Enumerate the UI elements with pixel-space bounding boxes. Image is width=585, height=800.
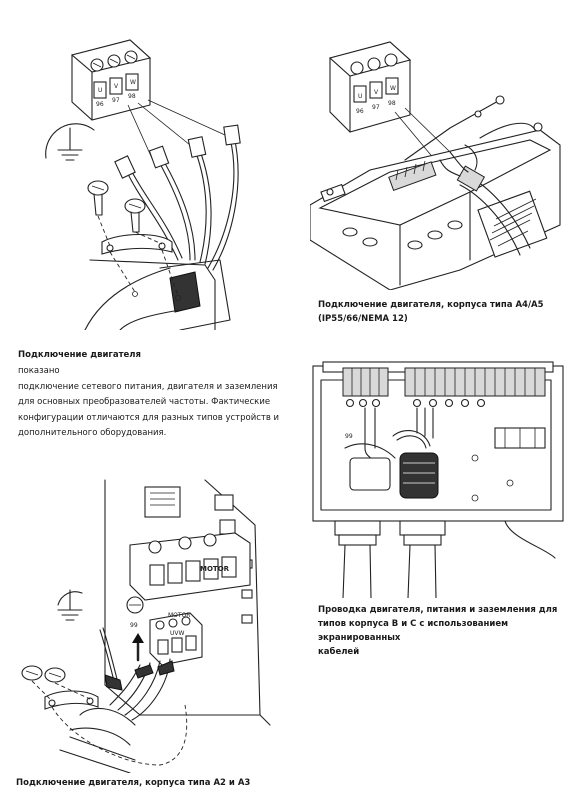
bc-enclosure-figure: 99 — [305, 358, 570, 598]
motor-plug-connector-icon — [149, 612, 203, 666]
motor-connection-figure: 96 97 98 U V W — [30, 10, 270, 330]
section-line-2: подключение сетевого питания, двигателя … — [18, 381, 278, 392]
bc-caption: Проводка двигателя, питания и заземления… — [318, 603, 580, 659]
terminal-97-label: 97 — [372, 104, 380, 111]
a4a5-caption-line2: (IP55/66/NEMA 12) — [318, 314, 408, 324]
bc-caption-line2: типов корпуса B и C с использованием экр… — [318, 619, 509, 643]
uvw-label: UVW — [170, 630, 184, 637]
screw-icon — [21, 665, 66, 683]
a4a5-caption: Подключение двигателя, корпуса типа А4/А… — [318, 298, 578, 326]
ground-symbol-icon — [45, 123, 95, 161]
motor-label-small: MOTOR — [168, 612, 190, 619]
screw-icon — [87, 180, 146, 233]
terminal-99-label: 99 — [345, 433, 353, 440]
a4a5-caption-line1: Подключение двигателя, корпуса типа А4/А… — [318, 300, 544, 310]
phase-u-label: U — [98, 87, 102, 94]
insert-arrow-icon — [132, 633, 144, 662]
section-line-1: показано — [18, 366, 60, 376]
motor-cable-wires-icon — [84, 124, 241, 330]
motor-label: MOTOR — [200, 565, 230, 573]
phase-v-label: V — [114, 83, 119, 90]
a4a5-enclosure-figure: 96 97 98 U V W — [310, 20, 570, 290]
ground-symbol-icon — [57, 589, 83, 621]
terminal-99-label: 99 — [130, 622, 138, 629]
section-heading: Подключение двигателя — [18, 350, 141, 360]
phase-w-label: W — [390, 85, 396, 92]
section-line-3: для основных преобразователей частоты. Ф… — [18, 397, 271, 407]
cable-glands-icon — [334, 520, 556, 598]
bc-caption-line1: Проводка двигателя, питания и заземления… — [318, 605, 558, 615]
terminal-block-icon — [342, 367, 546, 397]
a2a3-caption: Подключение двигателя, корпуса типа А2 и… — [16, 778, 251, 788]
terminal-connector-icon — [70, 39, 152, 121]
fan-grille-icon — [477, 190, 548, 258]
terminal-98-label: 98 — [128, 93, 136, 100]
section-body: показано подключение сетевого питания, д… — [18, 364, 298, 442]
terminal-96-label: 96 — [356, 108, 364, 115]
drive-enclosure-icon: MOTOR 99 MOTOR UVW — [21, 479, 271, 773]
phase-w-label: W — [130, 79, 136, 86]
shielded-cable-gland-icon — [399, 452, 439, 499]
motor-terminal-block-icon — [149, 556, 237, 586]
terminal-96-label: 96 — [96, 101, 104, 108]
drive-enclosure-icon — [310, 95, 561, 290]
bc-caption-line3: кабелей — [318, 647, 360, 657]
a2a3-enclosure-figure: MOTOR 99 MOTOR UVW — [10, 475, 280, 773]
section-line-5: дополнительного оборудования. — [18, 428, 167, 438]
terminal-connector-icon — [328, 41, 412, 133]
terminal-98-label: 98 — [388, 100, 396, 107]
section-line-4: конфигурации отличаются для разных типов… — [18, 412, 280, 423]
drive-enclosure-icon: 99 — [312, 361, 564, 522]
cable-clamp-icon — [101, 234, 173, 255]
cable-clamp-icon — [44, 690, 99, 710]
phase-v-label: V — [374, 89, 379, 96]
terminal-97-label: 97 — [112, 97, 120, 104]
phase-u-label: U — [358, 93, 362, 100]
